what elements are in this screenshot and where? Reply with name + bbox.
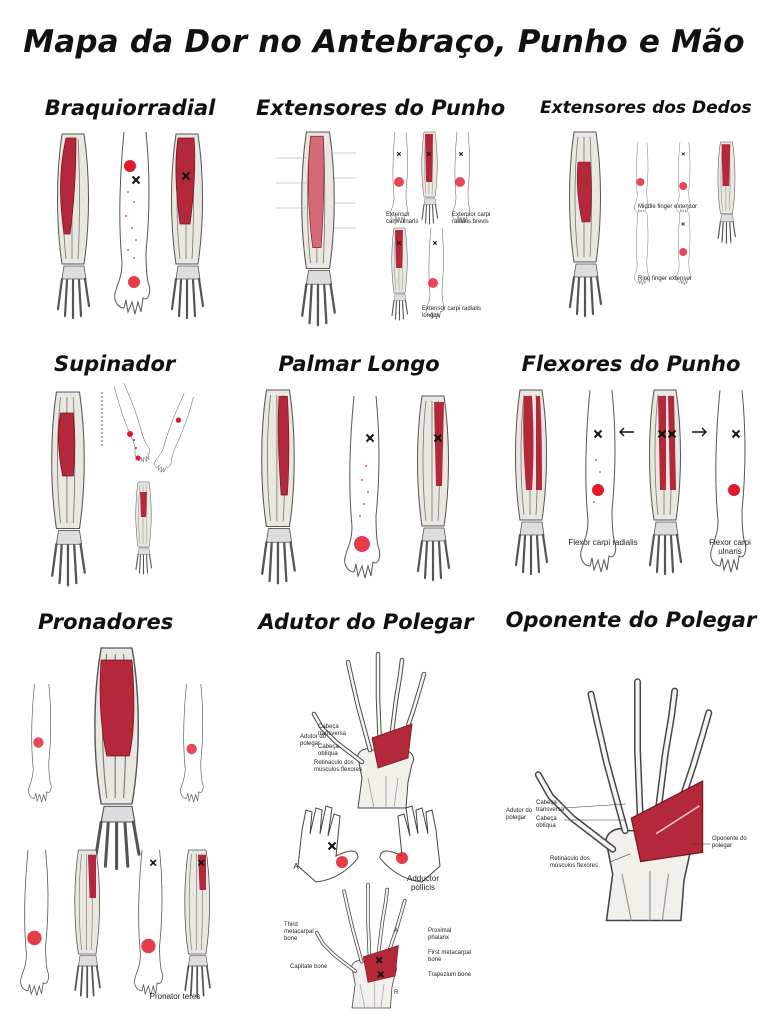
panel-adutor-polegar: Adutor do Polegar Cabeça transversa Adut… [256, 610, 476, 1010]
panel-extensores-dedos: Extensores dos Dedos Middle finger exten… [540, 98, 752, 323]
label-flexor-carpi-radialis: Flexor carpi radialis [568, 538, 638, 547]
braquiorradial-illustration [56, 131, 205, 320]
label-extensor-carpi-radialis-brevis: Extensor carpi radialis brevis [452, 212, 491, 225]
oponente-polegar-illustration [500, 648, 762, 948]
panel-title: Extensores dos Dedos [540, 98, 752, 118]
panel-title: Oponente do Polegar [505, 608, 757, 632]
panel-flexores-punho: Flexores do Punho Flexor carpi radialis … [506, 352, 756, 582]
label-extensor-carpi-ulnaris: Extensor carpi ulnaris [386, 212, 419, 225]
panel-extensores-punho: Extensores do Punho Extensor carpi ulnar… [256, 96, 506, 327]
label-cabeca-transversa: Cabeça transversa [536, 800, 565, 813]
label-retinaculo: Retináculo dos músculos flexores [550, 856, 599, 869]
label-cabeca-obliqua: Cabeça oblíqua [318, 744, 339, 757]
label-third-metacarpal: Third metacarpal bone [284, 922, 314, 942]
adutor-polegar-illustration [297, 642, 441, 1010]
palmar-longo-illustration [260, 388, 451, 585]
panel-title: Palmar Longo [278, 352, 440, 376]
label-adutor-polegar: Adutor do polegar [506, 808, 533, 821]
label-cabeca-transversa: Cabeça transversa [318, 724, 347, 737]
label-trapezium-bone: Trapezium bone [428, 972, 472, 978]
panel-supinador: Supinador [30, 352, 230, 587]
label-flexor-carpi-ulnaris: Flexor carpi ulnaris [709, 538, 751, 556]
pronadores-illustration [20, 646, 211, 999]
label-ring-finger-extensor: Ring finger extensor [638, 276, 692, 282]
page-title: Mapa da Dor no Antebraço, Punho e Mão [23, 24, 745, 60]
label-adutor-polegar: Adutor do polegar [300, 734, 327, 747]
panel-title: Pronadores [38, 610, 174, 634]
label-a-bottom: A [394, 928, 399, 934]
flexores-punho-illustration [514, 388, 747, 576]
label-extensor-carpi-radialis-longus: Extensor carpi radialis longus [422, 306, 482, 319]
panel-title: Flexores do Punho [521, 352, 741, 376]
label-proximal-phalanx: Proximal phalanx [428, 928, 452, 941]
panel-pronadores: Pronadores Pronator teres [10, 610, 240, 1010]
supinador-illustration [50, 382, 196, 587]
label-first-metacarpal: First metacarpal bone [428, 950, 472, 963]
panel-braquiorradial: Braquiorradial [30, 96, 230, 321]
panel-title: Adutor do Polegar [258, 610, 474, 634]
label-capitate-bone: Capitate bone [290, 964, 328, 970]
label-middle-finger-extensor: Middle finger extensor [638, 204, 698, 210]
panel-palmar-longo: Palmar Longo [244, 352, 474, 585]
panel-oponente-polegar: Oponente do Polegar Adutor do polegar Ca… [500, 608, 762, 938]
label-a-marker: A [293, 862, 299, 871]
label-oponente-polegar: Oponente do polegar [712, 836, 747, 849]
panel-title: Supinador [54, 352, 176, 376]
label-r-bottom: R [394, 990, 399, 996]
label-retinaculo: Retináculo dos músculos flexores [314, 760, 363, 773]
panel-title: Extensores do Punho [256, 96, 506, 120]
label-adductor-pollicis: Adductor pollicis [406, 874, 440, 892]
label-cabeca-obliqua: Cabeça oblíqua [536, 816, 557, 829]
panel-title: Braquiorradial [44, 96, 216, 120]
extensores-dedos-illustration [568, 130, 736, 318]
label-pronator-teres: Pronator teres [149, 992, 201, 1001]
extensores-punho-illustration [276, 130, 471, 327]
